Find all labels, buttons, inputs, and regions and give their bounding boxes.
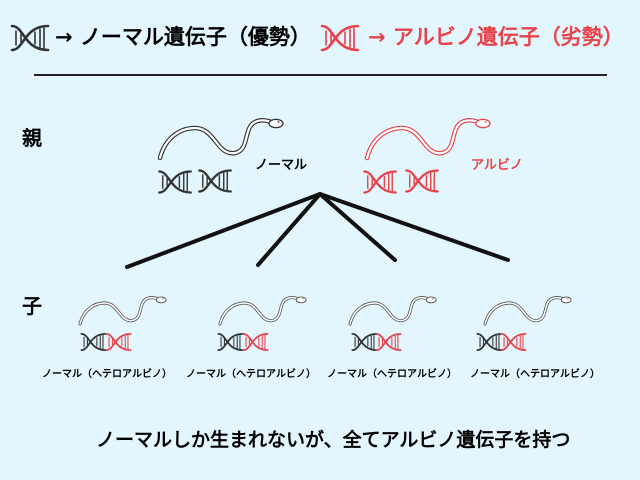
snake-icon xyxy=(76,289,168,331)
branch-line-1 xyxy=(125,192,322,269)
dna-icon xyxy=(80,331,107,353)
dna-icon xyxy=(404,167,440,195)
generation-label-parent: 親 xyxy=(22,126,42,150)
dna-icon xyxy=(351,331,378,353)
legend-albino-text: → アルビノ遺伝子（劣勢） xyxy=(368,25,624,49)
branch-line-3 xyxy=(318,192,397,262)
dna-icon xyxy=(242,331,269,353)
dna-icon xyxy=(105,331,132,353)
dna-icon xyxy=(476,331,503,353)
snake-icon xyxy=(481,289,573,331)
child-label-2: ノーマル（ヘテロアルビノ） xyxy=(186,369,316,380)
dna-icon xyxy=(362,168,398,196)
dna-icon xyxy=(500,331,527,353)
generation-label-child: 子 xyxy=(22,294,42,318)
branch-line-4 xyxy=(318,192,510,262)
parent-label-albino: アルビノ xyxy=(471,158,523,173)
snake-icon xyxy=(346,289,438,331)
dna-icon xyxy=(157,168,193,196)
conclusion-text: ノーマルしか生まれないが、全てアルビノ遺伝子を持つ xyxy=(96,429,571,451)
dna-icon xyxy=(10,22,50,54)
parent-label-normal: ノーマル xyxy=(255,158,308,173)
dna-icon xyxy=(197,167,233,195)
legend-normal-text: → ノーマル遺伝子（優勢） xyxy=(55,25,311,49)
child-label-1: ノーマル（ヘテロアルビノ） xyxy=(42,369,172,380)
dna-icon xyxy=(217,331,244,353)
dna-icon xyxy=(320,22,360,54)
dna-icon xyxy=(375,331,402,353)
child-label-4: ノーマル（ヘテロアルビノ） xyxy=(470,369,600,380)
child-label-3: ノーマル（ヘテロアルビノ） xyxy=(327,369,457,380)
branch-line-2 xyxy=(256,192,322,267)
snake-icon xyxy=(216,289,308,331)
